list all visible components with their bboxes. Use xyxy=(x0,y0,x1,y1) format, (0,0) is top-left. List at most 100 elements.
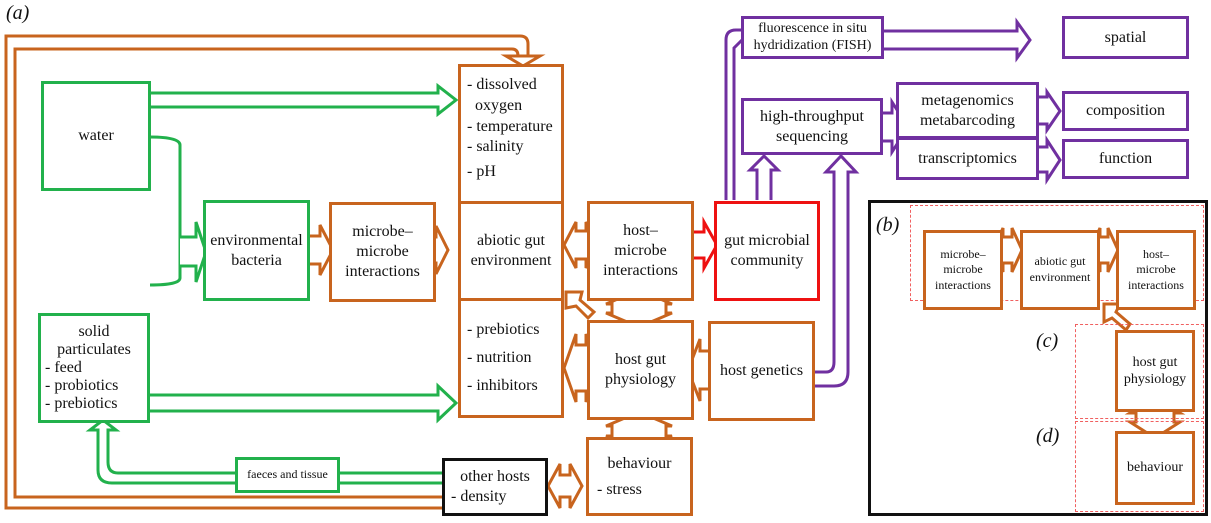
node-function: function xyxy=(1062,139,1189,179)
node-fish: fluorescence in situ hydridization (FISH… xyxy=(741,16,884,59)
abiotic-param-salinity: - salinity xyxy=(467,138,524,156)
node-water: water xyxy=(41,81,151,191)
community-to-hts-arrow xyxy=(746,153,782,200)
behaviour-title: behaviour xyxy=(607,454,672,472)
solid-item-prebiotics: - prebiotics xyxy=(45,394,118,412)
inset-hgp-diag-arrow xyxy=(1102,302,1132,333)
hts-line-1: high-throughput xyxy=(760,107,864,125)
water-to-abiotic-arrow xyxy=(150,82,459,118)
inset-mm-line-3: interactions xyxy=(935,277,991,292)
transcriptomics-label: transcriptomics xyxy=(918,149,1017,167)
solid-item-probiotics: - probiotics xyxy=(45,376,119,394)
orange-loop-inner xyxy=(13,47,520,499)
node-behaviour: behaviour - stress xyxy=(586,437,693,516)
inset-hm-line-2: microbe xyxy=(1136,262,1176,277)
solid-to-diet-arrow xyxy=(150,382,459,424)
abiotic-param-temperature: - temperature xyxy=(467,117,553,135)
inset-mm-line-1: microbe– xyxy=(940,246,986,261)
inset-region-d xyxy=(1075,421,1204,512)
envbact-line-1: environmental xyxy=(210,231,303,249)
solid-title-1: solid xyxy=(78,323,110,341)
spatial-label: spatial xyxy=(1104,28,1147,46)
node-composition: composition xyxy=(1062,91,1189,131)
node-faeces-and-tissue: faeces and tissue xyxy=(235,457,340,493)
faeces-label: faeces and tissue xyxy=(247,467,328,482)
other-hosts-title: other hosts xyxy=(460,468,530,485)
hgp-line-1: host gut xyxy=(614,351,667,368)
community-to-fish-line xyxy=(724,28,744,200)
meta-line-2: metabarcoding xyxy=(919,111,1016,129)
inset-node-host-microbe: host– microbe interactions xyxy=(1116,230,1196,310)
otherhosts-behaviour-double-arrow xyxy=(546,463,584,509)
inset-hgp-line-2: physiology xyxy=(1123,372,1187,387)
hm-line-1: host– xyxy=(623,222,658,239)
node-high-throughput-sequencing: high-throughput sequencing xyxy=(741,98,883,155)
panel-label-b: (b) xyxy=(876,214,900,236)
inset-node-host-gut-physiology: host gut physiology xyxy=(1115,330,1195,412)
orange-loop-arrowhead xyxy=(500,54,546,68)
node-water-label: water xyxy=(78,127,114,144)
fish-line-1: fluorescence in situ xyxy=(758,20,867,36)
meta-line-1: metagenomics xyxy=(921,91,1014,109)
node-abiotic-parameters: - dissolved oxygen - temperature - salin… xyxy=(458,64,564,204)
hgp-line-2: physiology xyxy=(604,371,677,388)
diet-param-inhibitors: - inhibitors xyxy=(467,377,538,394)
community-line-1: gut microbial xyxy=(724,232,810,249)
composition-label: composition xyxy=(1085,102,1166,119)
hgp-to-abiotic-diag-arrow xyxy=(564,290,597,321)
abiotic-param-ph: - pH xyxy=(467,163,496,181)
inset-ag-line-2: environment xyxy=(1029,270,1091,284)
inset-hm-line-3: interactions xyxy=(1128,277,1184,292)
inset-region-c xyxy=(1075,324,1204,419)
panel-label-c: (c) xyxy=(1036,330,1059,352)
abiotic-gut-line-1: abiotic gut xyxy=(477,232,545,249)
community-line-2: community xyxy=(730,252,804,269)
host-genetics-label: host genetics xyxy=(719,362,804,379)
inset-node-behaviour: behaviour xyxy=(1115,431,1195,505)
mm-line-3: interactions xyxy=(345,263,420,280)
hts-line-2: sequencing xyxy=(776,127,848,145)
inset-hm-line-1: host– xyxy=(1142,246,1169,261)
genetics-to-hts-arrow xyxy=(812,153,860,388)
node-diet-parameters: - prebiotics - nutrition - inhibitors xyxy=(458,298,564,418)
node-gut-microbial-community: gut microbial community xyxy=(714,201,820,301)
inset-node-microbe-microbe: microbe– microbe interactions xyxy=(923,230,1003,310)
orange-loop-outer xyxy=(4,34,530,510)
solid-item-feed: - feed xyxy=(45,359,82,377)
other-hosts-item-density: - density xyxy=(451,488,507,505)
fish-to-spatial-arrow xyxy=(883,17,1032,63)
transcr-to-function-arrow xyxy=(1038,134,1062,186)
solid-title-2: particulates xyxy=(57,341,131,359)
diet-param-nutrition: - nutrition xyxy=(467,349,532,366)
envbact-line-2: bacteria xyxy=(231,251,282,269)
panel-label-a: (a) xyxy=(6,2,30,24)
abiotic-param-oxygen: oxygen xyxy=(475,96,523,114)
node-host-gut-physiology: host gut physiology xyxy=(587,320,694,420)
inset-panel xyxy=(868,200,1208,516)
hm-line-2: microbe xyxy=(614,242,667,259)
function-label: function xyxy=(1098,150,1153,167)
node-spatial: spatial xyxy=(1062,16,1189,59)
inset-node-abiotic-gut: abiotic gut environment xyxy=(1020,230,1100,310)
node-metagenomics-metabarcoding: metagenomics metabarcoding xyxy=(896,82,1039,139)
node-environmental-bacteria: environmental bacteria xyxy=(203,200,310,301)
water-to-envbact-line xyxy=(149,135,182,287)
inset-behaviour-label: behaviour xyxy=(1127,460,1183,476)
node-solid-particulates: solid particulates - feed - probiotics -… xyxy=(38,313,150,423)
panel-label-d: (d) xyxy=(1036,425,1060,447)
node-host-microbe-interactions: host– microbe interactions xyxy=(587,201,694,301)
meta-to-composition-arrow xyxy=(1038,87,1062,135)
abiotic-param-dissolved: - dissolved xyxy=(467,76,537,93)
fish-line-2: hydridization (FISH) xyxy=(753,37,872,53)
node-microbe-microbe-interactions: microbe– microbe interactions xyxy=(329,202,436,302)
node-abiotic-gut-environment: abiotic gut environment xyxy=(458,201,564,301)
inset-hgp-line-1: host gut xyxy=(1132,354,1178,370)
inset-mm-line-2: microbe xyxy=(943,262,983,277)
mm-line-1: microbe– xyxy=(352,223,413,240)
node-host-genetics: host genetics xyxy=(708,321,815,421)
node-other-hosts: other hosts - density xyxy=(442,458,548,516)
mm-line-2: microbe xyxy=(356,243,409,260)
hm-line-3: interactions xyxy=(603,262,678,279)
node-transcriptomics: transcriptomics xyxy=(896,137,1039,180)
diet-param-prebiotics: - prebiotics xyxy=(467,321,540,338)
